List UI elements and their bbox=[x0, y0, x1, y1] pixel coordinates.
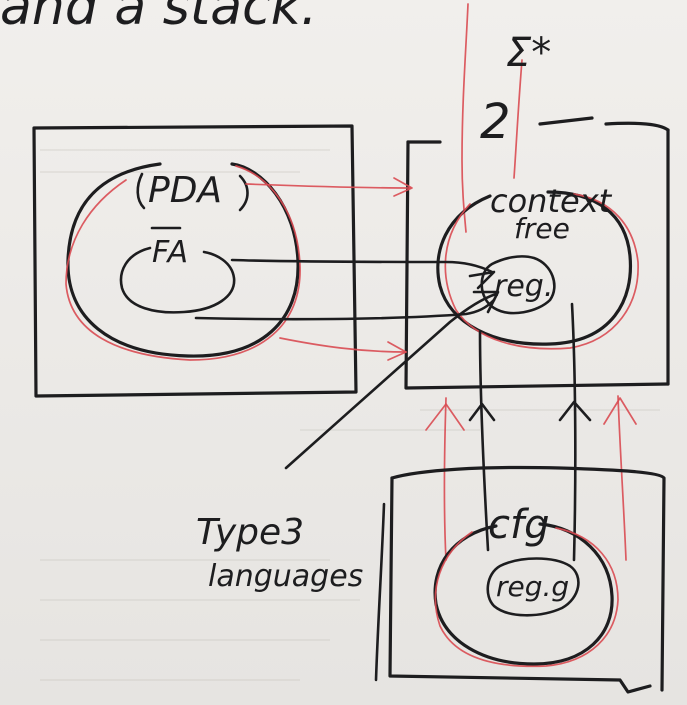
bleed-through-lines bbox=[40, 149, 660, 681]
mapping-arrows bbox=[194, 258, 500, 470]
pda-open-paren bbox=[136, 172, 146, 210]
box-number-label: 2 bbox=[480, 94, 511, 150]
vertical-arrows bbox=[425, 302, 637, 562]
top-text: and a stack. bbox=[0, 0, 317, 37]
red-arrows-horizontal bbox=[245, 177, 413, 361]
callout-divider-line bbox=[374, 502, 386, 682]
context-label-line1: context bbox=[490, 182, 613, 220]
type3-callout: Type3 languages bbox=[196, 502, 386, 682]
reg-label: reg. bbox=[494, 269, 553, 304]
context-label-line2: free bbox=[514, 212, 570, 245]
type3-label-line1: Type3 bbox=[196, 512, 304, 553]
cfg-label: cfg bbox=[488, 502, 549, 548]
pda-close-paren bbox=[238, 174, 249, 212]
red-vertical-lines-top bbox=[461, 3, 523, 233]
type3-label-line2: languages bbox=[208, 559, 363, 594]
right-box: 2 context free reg. bbox=[404, 94, 670, 390]
left-box: PDA FA bbox=[32, 124, 358, 398]
bottom-box: cfg reg.g bbox=[388, 465, 666, 694]
reg-g-label: reg.g bbox=[496, 570, 569, 603]
pda-label: PDA bbox=[148, 170, 222, 211]
fa-label: FA bbox=[152, 235, 188, 270]
sigma-star-label: Σ* bbox=[506, 30, 551, 76]
